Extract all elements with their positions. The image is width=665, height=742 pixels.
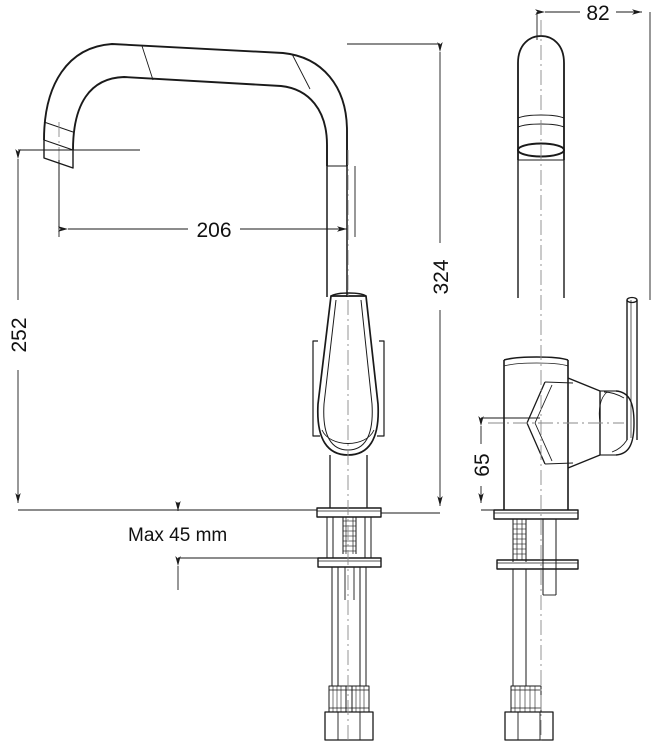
dimension-65 <box>478 416 540 511</box>
dimension-252 <box>15 149 317 511</box>
front-view-base <box>316 455 382 518</box>
side-view-body <box>503 296 638 510</box>
centrelines <box>58 20 624 742</box>
dimension-label-206: 206 <box>196 219 231 242</box>
dimension-label-82: 82 <box>586 2 609 25</box>
front-view-mounting-hardware <box>317 517 382 741</box>
dimension-max-45 <box>18 501 318 590</box>
front-view-spout <box>43 43 348 297</box>
dimension-label-65: 65 <box>471 453 494 476</box>
side-view-base <box>493 509 579 741</box>
dimension-label-324: 324 <box>430 259 453 294</box>
dimension-82 <box>535 9 651 300</box>
dimension-324 <box>347 42 443 514</box>
dimension-label-252: 252 <box>8 317 31 352</box>
front-view-body <box>312 292 385 456</box>
dimension-label-max-45: Max 45 mm <box>128 525 227 546</box>
